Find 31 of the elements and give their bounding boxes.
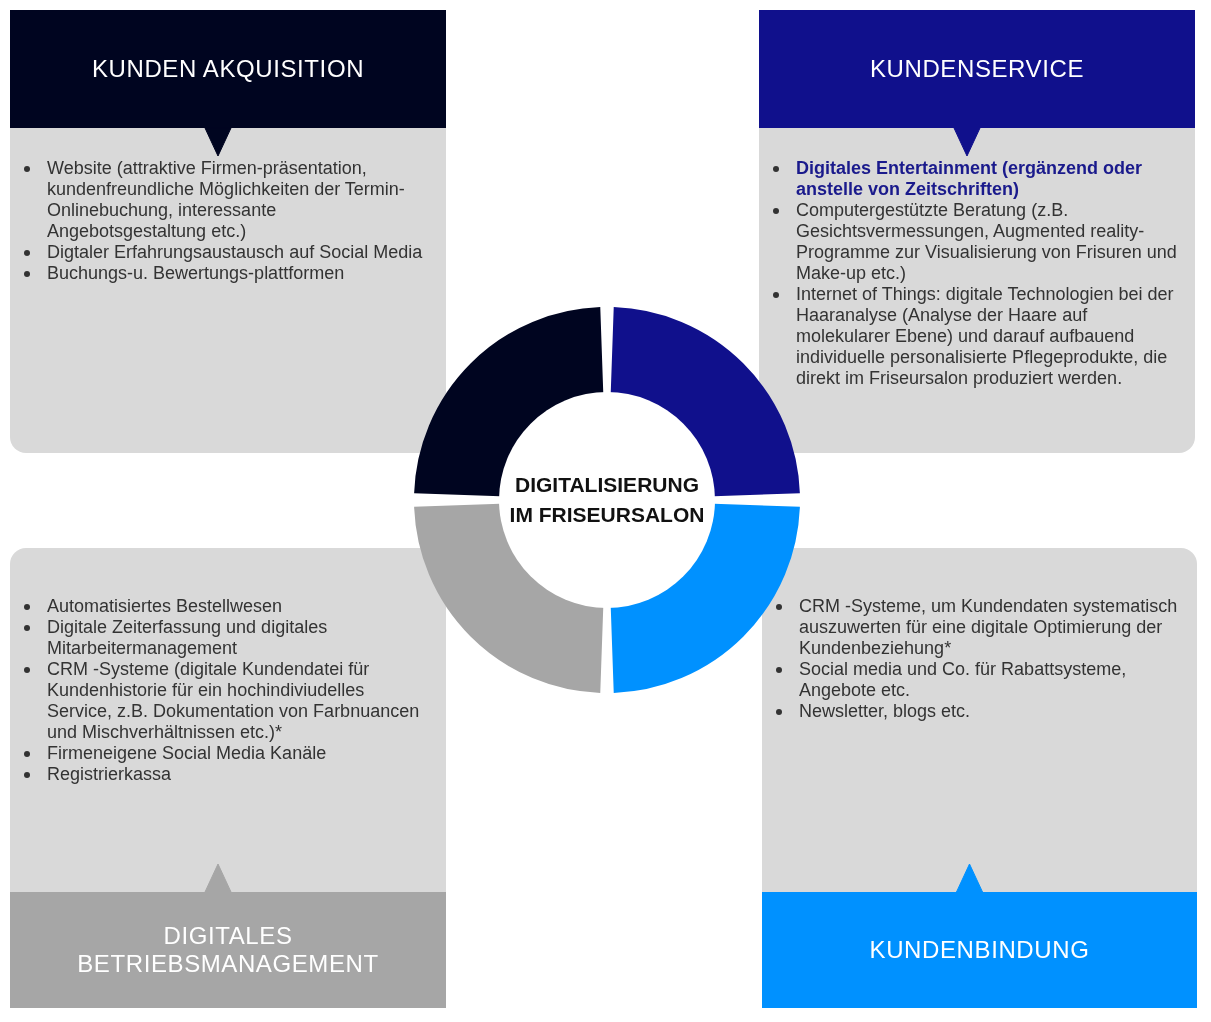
bullet-item: Buchungs-u. Bewertungs-plattformen bbox=[47, 263, 345, 284]
header-box bbox=[759, 10, 1195, 128]
header-title: KUNDENBINDUNG bbox=[869, 936, 1090, 964]
content-panel bbox=[10, 128, 446, 453]
header-title: KUNDENSERVICE bbox=[869, 55, 1085, 83]
content-panel bbox=[10, 548, 446, 892]
bullet-item: CRM -Systeme (digitale Kundendatei für Kundenhistorie für ein hochindiviudelles Service, z.B. Dokumentation von Farbnuancen und Mischverhältnissen etc.)* bbox=[47, 659, 421, 743]
content-panel bbox=[759, 128, 1195, 453]
header-box bbox=[10, 10, 446, 128]
header-title: KUNDEN AKQUISITION bbox=[91, 55, 365, 83]
bullet-item: Digitales Entertainment (ergänzend oder anstelle von Zeitschriften) bbox=[796, 158, 1144, 200]
pointer-arrow bbox=[956, 863, 983, 893]
bullet-item: Computergestützte Beratung (z.B. Gesichtsvermessungen, Augmented reality-Programme zur Visualisierung von Frisuren und Make-up etc.) bbox=[796, 200, 1178, 284]
bullet-item: Internet of Things: digitale Technologien bei der Haaranalyse (Analyse der Haare auf molekularer Ebene) und darauf aufbauend individuelle personalisierte Pflegeprodukte, die direkt im Friseursalon produziert werden. bbox=[796, 284, 1175, 389]
header-box bbox=[762, 892, 1197, 1008]
header-box bbox=[10, 892, 446, 1008]
bullet-item: Digtaler Erfahrungsaustausch auf Social Media bbox=[47, 242, 423, 263]
content-panel bbox=[762, 548, 1197, 892]
bullet-item: Firmeneigene Social Media Kanäle bbox=[47, 743, 327, 764]
bullet-item: Website (attraktive Firmen-präsentation, kundenfreundliche Möglichkeiten der Termin-Onlinebuchung, interessante Angebotsgestaltung etc.) bbox=[47, 158, 406, 242]
bullet-item: Newsletter, blogs etc. bbox=[799, 701, 971, 722]
center-title: DIGITALISIERUNG IM FRISEURSALON bbox=[508, 472, 706, 528]
header-title: DIGITALES BETRIEBSMANAGEMENT bbox=[76, 922, 380, 978]
pointer-arrow bbox=[204, 127, 232, 157]
pointer-arrow bbox=[204, 863, 232, 893]
pointer-arrow bbox=[953, 127, 981, 157]
bullet-item: Social media und Co. für Rabattsysteme, Angebote etc. bbox=[799, 659, 1128, 701]
bullet-item: Automatisiertes Bestellwesen bbox=[47, 596, 283, 617]
bullet-item: Digitale Zeiterfassung und digitales Mitarbeitermanagement bbox=[47, 617, 329, 659]
bullet-item: Registrierkassa bbox=[47, 764, 172, 785]
bullet-item: CRM -Systeme, um Kundendaten systematisch auszuwerten für eine digitale Optimierung der Kundenbeziehung* bbox=[799, 596, 1179, 659]
